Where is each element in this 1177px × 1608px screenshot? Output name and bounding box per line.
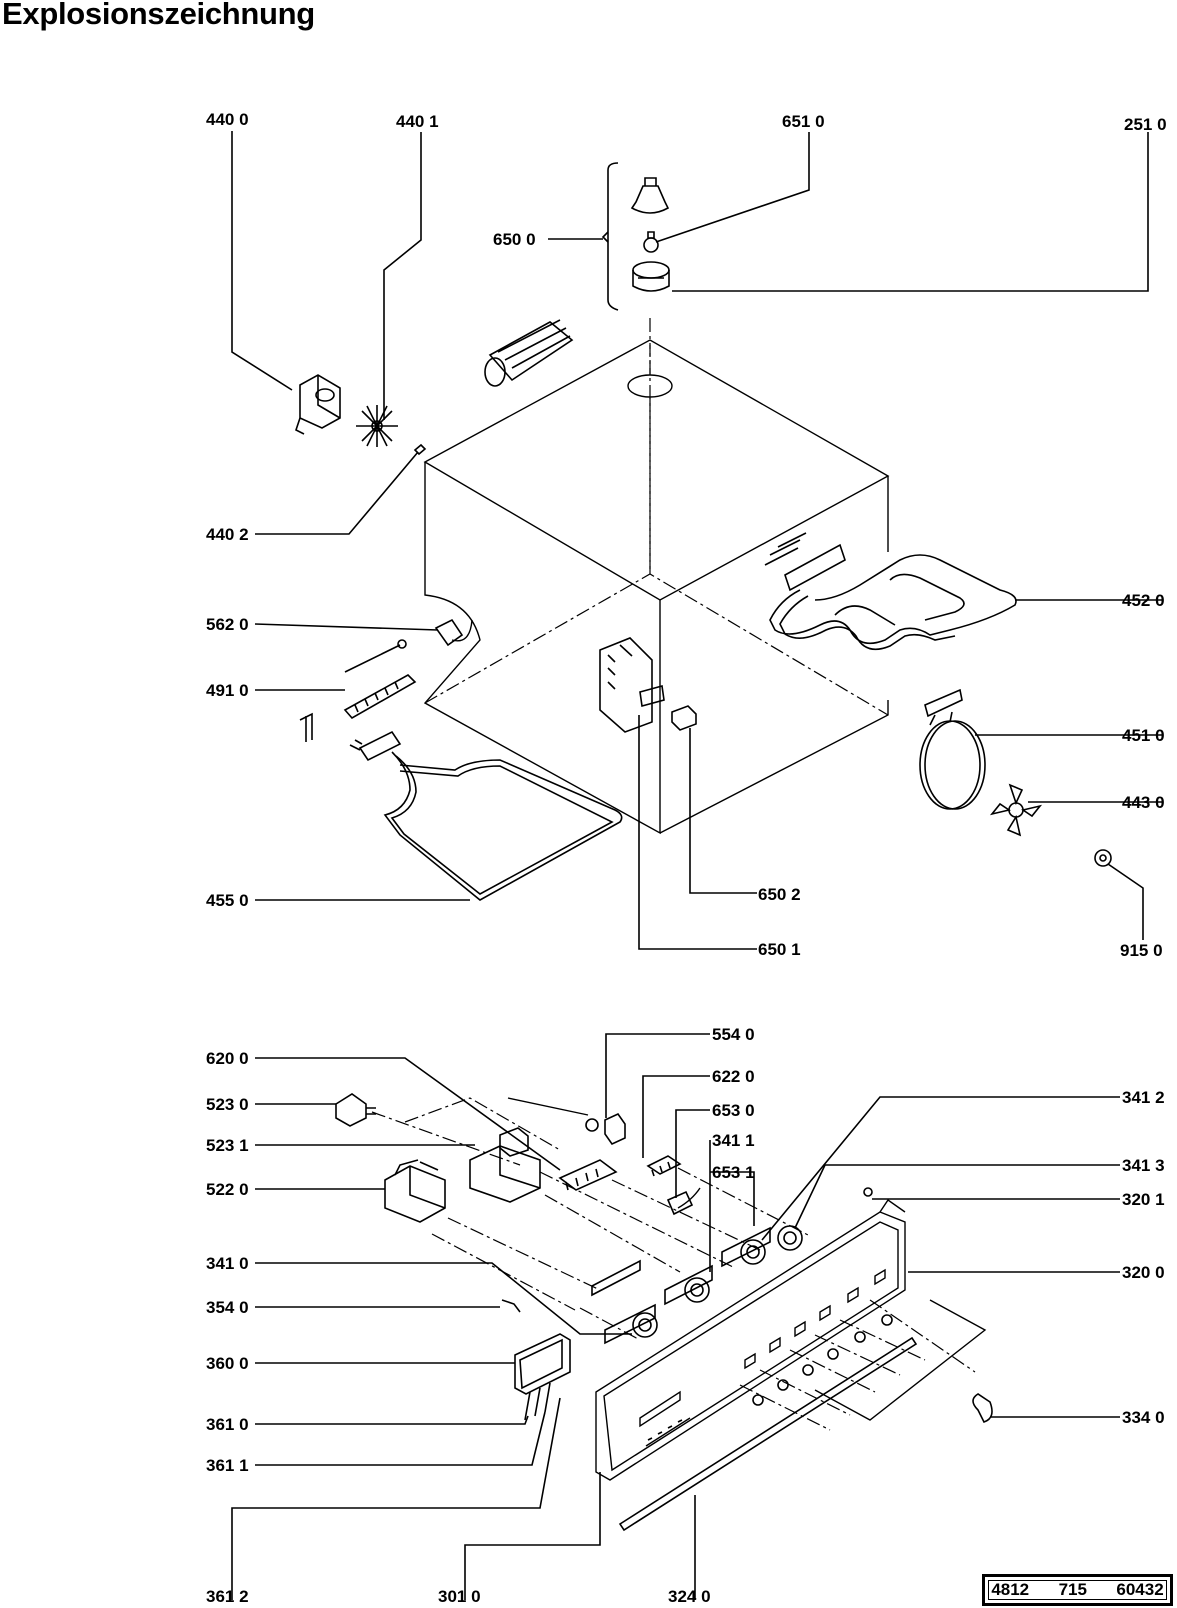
label-5231: 523 1: [206, 1136, 249, 1155]
fan-motor-part: [295, 374, 341, 435]
label-5540: 554 0: [712, 1025, 755, 1044]
label-6500: 650 0: [493, 230, 536, 249]
label-4910: 491 0: [206, 681, 249, 700]
control-panel: [595, 1199, 987, 1532]
label-3010: 301 0: [438, 1587, 481, 1606]
terminal-block-part: [343, 674, 417, 720]
label-4402: 440 2: [206, 525, 249, 544]
label-2510: 251 0: [1124, 115, 1167, 134]
label-3611: 361 1: [206, 1456, 249, 1475]
label-6510: 651 0: [782, 112, 825, 131]
bottom-alignment-lines: [371, 1097, 811, 1341]
knob-parts: [632, 1187, 993, 1423]
oven-cavity: [423, 318, 890, 835]
bottom-heater-part: [299, 712, 623, 901]
label-3201: 320 1: [1122, 1190, 1165, 1209]
label-6200: 620 0: [206, 1049, 249, 1068]
label-5220: 522 0: [206, 1180, 249, 1199]
label-3413: 341 3: [1122, 1156, 1165, 1175]
label-3410: 341 0: [206, 1254, 249, 1273]
label-3340: 334 0: [1122, 1408, 1165, 1427]
document-number-box: 4812 715 60432: [982, 1574, 1173, 1606]
round-heater-part: [919, 688, 986, 810]
grill-heater-part: [764, 532, 1017, 651]
part-labels: 440 0 440 1 651 0 251 0 650 0 440 2 562 …: [206, 110, 1167, 1606]
page-title: Explosionszeichnung: [2, 0, 315, 31]
bottom-leader-lines: [231, 1033, 1120, 1600]
label-9150: 915 0: [1120, 941, 1163, 960]
label-4520: 452 0: [1122, 591, 1165, 610]
label-3411: 341 1: [712, 1131, 755, 1150]
nut-part: [1094, 849, 1112, 867]
switch-modules: [335, 1093, 701, 1223]
label-6531: 653 1: [712, 1163, 755, 1182]
label-5230: 523 0: [206, 1095, 249, 1114]
label-6530: 653 0: [712, 1101, 755, 1120]
top-leader-lines: [231, 131, 1162, 950]
label-6502: 650 2: [758, 885, 801, 904]
fan-wheel-part: [356, 405, 398, 447]
label-3412: 341 2: [1122, 1088, 1165, 1107]
label-3600: 360 0: [206, 1354, 249, 1373]
label-3540: 354 0: [206, 1298, 249, 1317]
connector-part: [671, 705, 697, 731]
label-4400: 440 0: [206, 110, 249, 129]
clock-module-part: [501, 1299, 571, 1421]
label-4401: 440 1: [396, 112, 439, 131]
label-6220: 622 0: [712, 1067, 755, 1086]
label-5620: 562 0: [206, 615, 249, 634]
label-3200: 320 0: [1122, 1263, 1165, 1282]
lamp-switch-part: [599, 637, 665, 733]
lamp-assembly: [601, 162, 670, 311]
document-number: 4812 715 60432: [991, 1580, 1164, 1599]
label-3240: 324 0: [668, 1587, 711, 1606]
heater-cylinder-part: [484, 319, 574, 387]
fan-blade-part: [989, 783, 1043, 837]
label-3612: 361 2: [206, 1587, 249, 1606]
label-4550: 455 0: [206, 891, 249, 910]
label-6501: 650 1: [758, 940, 801, 959]
label-4430: 443 0: [1122, 793, 1165, 812]
label-4510: 451 0: [1122, 726, 1165, 745]
thermostat-part: [344, 618, 473, 673]
label-3610: 361 0: [206, 1415, 249, 1434]
